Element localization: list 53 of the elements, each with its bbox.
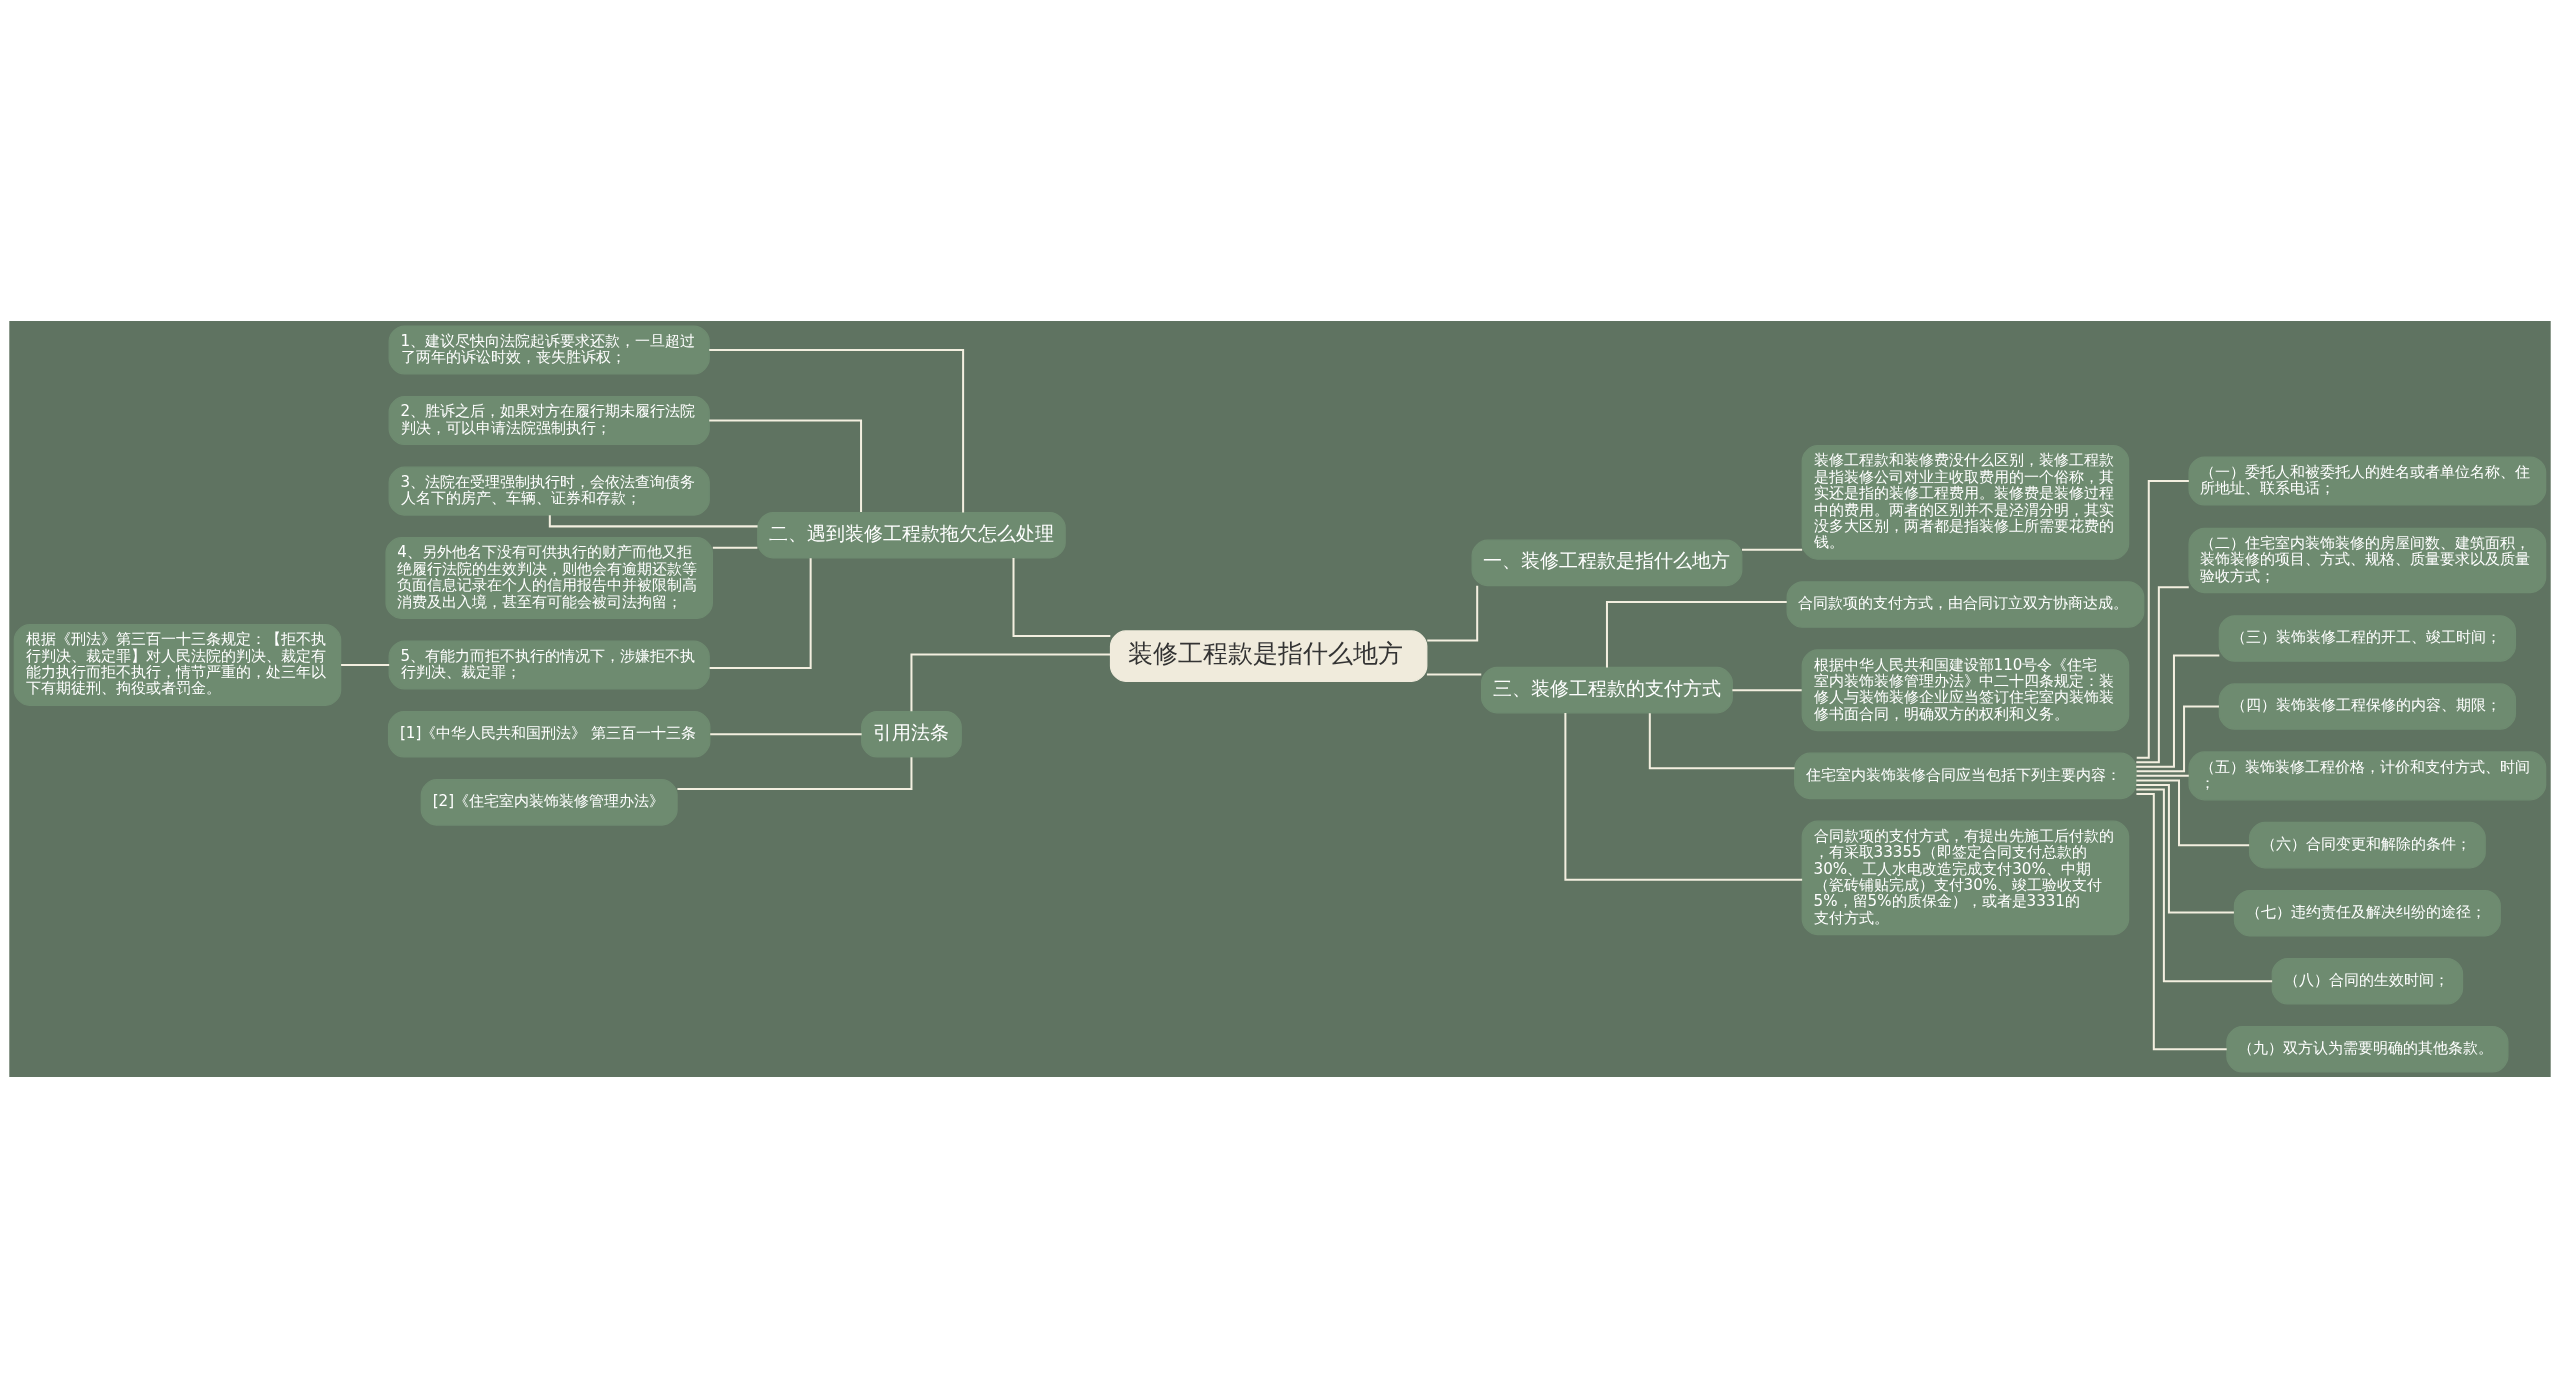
node-box: 合同款项的支付方式，由合同订立双方协商达成。: [1786, 581, 2145, 628]
node-box: （八）合同的生效时间；: [2271, 957, 2464, 1005]
node-box: 一、装修工程款是指什么地方: [1471, 539, 1743, 587]
node-box: 合同款项的支付方式，有提出先施工后付款的，有采取33355（即签定合同支付总款的30%、工人水电改造完成支付30%、中期（瓷砖铺贴完成）支付30%、竣工验收支付5%，留5%的质保金），或者是3331的支付方式。: [1801, 820, 2130, 936]
node-box: （二）住宅室内装饰装修的房屋间数、建筑面积，装饰装修的项目、方式、规格、质量要求以及质量验收方式；: [2188, 527, 2547, 594]
node-box: 装修工程款和装修费没什么区别，装修工程款是指装修公司对业主收取费用的一个俗称，其实还是指的装修工程费用。装修费是装修过程中的费用。两者的区别并不是泾渭分明，其实没多大区别，两者都是指装修上所需要花费的钱。: [1801, 445, 2130, 560]
node-box: 根据中华人民共和国建设部110号令《住宅室内装饰装修管理办法》中二十四条规定：装修人与装饰装修企业应当签订住宅室内装饰装修书面合同，明确双方的权利和义务。: [1801, 649, 2130, 732]
node-box: 4、另外他名下没有可供执行的财产而他又拒绝履行法院的生效判决，则他会有逾期还款等负面信息记录在个人的信用报告中并被限制高消费及出入境，甚至有可能会被司法拘留；: [385, 537, 713, 619]
node-box: （五）装饰装修工程价格，计价和支付方式、时间；: [2188, 751, 2547, 801]
connector: [2136, 783, 2234, 914]
node-box: 5、有能力而拒不执行的情况下，涉嫌拒不执行判决、裁定罪；: [388, 640, 710, 690]
connector: [2136, 705, 2219, 773]
node-box: 住宅室内装饰装修合同应当包括下列主要内容：: [1794, 752, 2137, 800]
connector: [910, 653, 1111, 712]
node-box: 3、法院在受理强制执行时，会依法查询债务人名下的房产、车辆、证券和存款；: [388, 466, 710, 516]
node-box: 二、遇到装修工程款拖欠怎么处理: [757, 511, 1066, 559]
node-box: 1、建议尽快向法院起诉要求还款，一旦超过了两年的诉讼时效，丧失胜诉权；: [388, 325, 710, 375]
connector: [2136, 779, 2250, 847]
connector: [1742, 548, 1803, 551]
connector: [2136, 480, 2189, 759]
node-box: 三、装修工程款的支付方式: [1480, 666, 1733, 714]
connector: [1012, 558, 1111, 637]
connector: [709, 419, 863, 512]
connector: [548, 515, 758, 528]
node-box: 根据《刑法》第三百一十三条规定：【拒不执行判决、裁定罪】对人民法院的判决、裁定有能力执行而拒不执行，情节严重的，处三年以下有期徒刑、拘役或者罚金。: [13, 624, 342, 706]
connector: [677, 757, 913, 791]
connector: [712, 546, 758, 549]
node-box: （一）委托人和被委托人的姓名或者单位名称、住所地址、联系电话；: [2188, 456, 2547, 506]
connector: [1427, 585, 1479, 642]
connector: [1564, 713, 1803, 881]
connector: [2136, 793, 2227, 1051]
node-box: [2]《住宅室内装饰装修管理办法》: [420, 779, 678, 826]
connector: [1605, 600, 1787, 668]
connector: [709, 558, 812, 669]
connector: [1426, 673, 1482, 676]
node-box: （九）双方认为需要明确的其他条款。: [2226, 1025, 2509, 1073]
node-box: （七）违约责任及解决纠纷的途径；: [2233, 889, 2501, 937]
node-box: 装修工程款是指什么地方: [1109, 630, 1428, 682]
connector: [710, 733, 862, 736]
connector: [1648, 713, 1795, 770]
connector: [1732, 689, 1802, 692]
connector: [2136, 654, 2220, 768]
node-box: 2、胜诉之后，如果对方在履行期未履行法院判决，可以申请法院强制执行；: [388, 395, 710, 446]
connector: [709, 348, 965, 513]
node-box: （四）装饰装修工程保修的内容、期限；: [2218, 683, 2517, 730]
connector: [2136, 788, 2273, 983]
connector: [2136, 586, 2189, 764]
connector: [2136, 774, 2189, 777]
node-box: （六）合同变更和解除的条件；: [2248, 821, 2486, 869]
node-box: [1]《中华人民共和国刑法》 第三百一十三条: [387, 710, 711, 758]
node-box: （三）装饰装修工程的开工、竣工时间；: [2218, 615, 2517, 662]
node-box: 引用法条: [861, 710, 962, 758]
connector: [341, 663, 390, 666]
